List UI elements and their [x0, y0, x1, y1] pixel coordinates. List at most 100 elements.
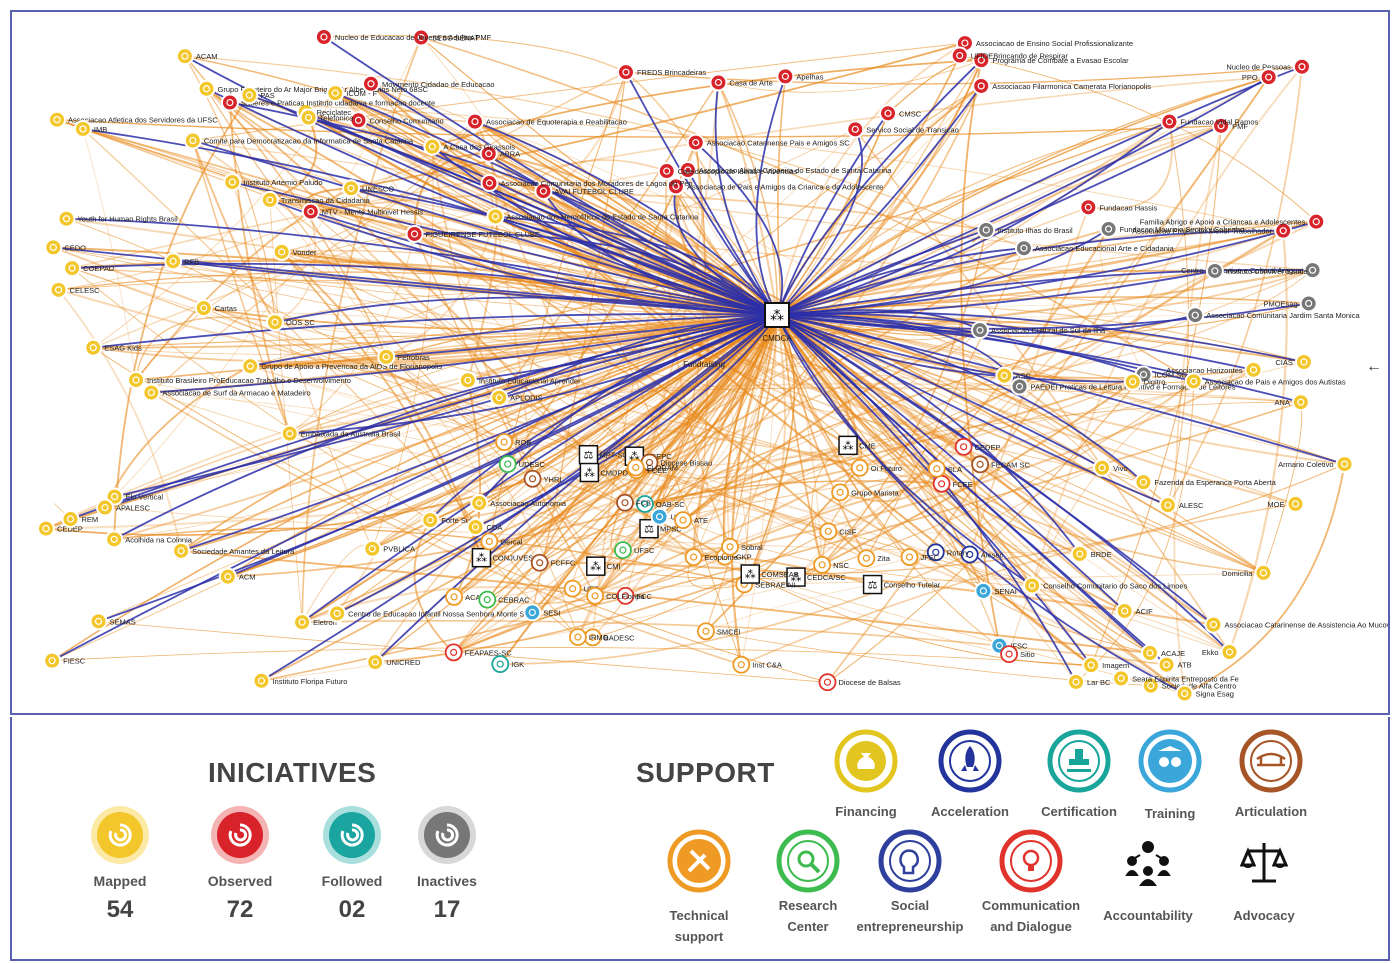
network-node[interactable]: Diocese de Balsas	[818, 673, 901, 692]
network-node[interactable]: Saberes e Praticas Instituto cidadania e…	[220, 93, 435, 112]
network-node[interactable]: Armario Coletivo	[1278, 455, 1354, 474]
network-node[interactable]: Associacao Atletica dos Servidores da UF…	[48, 110, 218, 129]
network-node[interactable]: ACAJE	[1140, 643, 1185, 662]
network-node[interactable]: PAS	[240, 86, 275, 105]
network-node[interactable]: Aiesec	[960, 545, 1004, 564]
network-node[interactable]: Apelhas	[776, 67, 824, 86]
network-node[interactable]: UNESCO	[342, 179, 394, 198]
network-node[interactable]: ⚖Conselho Tutelar	[862, 574, 941, 595]
network-node[interactable]: UFIDEBrincando de Respirar	[950, 46, 1069, 65]
network-node[interactable]: Grupo Marista	[831, 483, 899, 502]
hub-node[interactable]: ⁂CMDCA	[762, 302, 792, 343]
network-node[interactable]: PVBLICA	[363, 539, 415, 558]
network-node[interactable]: Associacao dos Hemofilicos do Estado de …	[486, 207, 699, 226]
network-node[interactable]: SESI	[523, 603, 560, 622]
network-node[interactable]: Fundacao Hassis	[1079, 198, 1158, 217]
network-node[interactable]: ⁂CONJUVESC	[471, 547, 539, 568]
network-node[interactable]: FREDS Brincadeiras	[616, 63, 706, 82]
network-node[interactable]: Gercal	[480, 532, 523, 551]
network-node[interactable]: Sociedade Amantes da Leitura	[172, 541, 295, 560]
network-node[interactable]: COLFloripa	[586, 586, 645, 605]
network-node[interactable]: Movimento Cidadao de Educacao	[361, 74, 495, 93]
network-node[interactable]: SMCEI	[697, 622, 741, 641]
network-node[interactable]: CELESC	[49, 280, 101, 299]
network-node[interactable]: CEBRAC	[478, 590, 530, 609]
network-node[interactable]: ⁂COMSEAB	[740, 564, 799, 584]
network-node[interactable]: Embaixada da Australia Brasil	[280, 424, 401, 443]
network-node[interactable]: Associacao Abada Capoeira do Estado de S…	[678, 160, 892, 179]
network-node[interactable]: FCFFC	[530, 553, 576, 572]
network-node[interactable]: Instituto Conviver Saude	[1205, 261, 1308, 280]
network-node[interactable]: IGK	[491, 655, 524, 673]
network-node[interactable]: ACAM	[175, 47, 218, 66]
network-node[interactable]: Instituto Floripa Futuro	[252, 671, 347, 690]
network-node[interactable]: COEPAD	[63, 259, 115, 278]
network-node[interactable]: Associacao Catarinense Pais e Amigos SC	[686, 133, 851, 152]
network-node[interactable]: Centro de Educacao Infantil Nossa Senhor…	[328, 604, 541, 623]
network-node[interactable]: FLORAM	[626, 458, 678, 477]
network-node[interactable]: MTV - Mente Multinivel Hessis	[301, 202, 424, 221]
network-node[interactable]: ALESC	[1158, 496, 1204, 515]
network-node[interactable]: CMSC	[879, 104, 922, 123]
network-node[interactable]: Associacao Cultural do Sul da Ilha	[970, 321, 1106, 340]
network-node[interactable]: IRMO	[569, 628, 609, 646]
network-node[interactable]: ABRA	[479, 144, 520, 163]
network-node[interactable]: UDESC	[498, 455, 546, 473]
network-node[interactable]: FIGUEIRENSE FUTEBOL CLUBE	[405, 224, 540, 243]
network-node[interactable]: SENAI	[974, 581, 1017, 600]
network-node[interactable]: CEDEP	[36, 519, 83, 538]
network-node[interactable]: Fundacao Mauricio Sirotsky Sobrinho	[1099, 219, 1245, 238]
network-node[interactable]: Casa de Arte	[709, 73, 773, 92]
network-node[interactable]: Sobral	[721, 537, 763, 556]
network-node[interactable]: CEDO	[44, 238, 86, 257]
network-node[interactable]: Instituto Ilhas do Brasil	[977, 220, 1073, 239]
network-node[interactable]: Associacao Projeto do Menor Trabalhador	[1132, 221, 1293, 240]
network-node[interactable]: AVAI FUTEBOL CLUBE	[534, 182, 634, 201]
network-node[interactable]: ⚖MPSC	[639, 518, 682, 539]
network-node[interactable]: ASC	[995, 366, 1031, 385]
network-node[interactable]: Associacao de Pais e Amigos dos Autistas	[1184, 372, 1346, 391]
network-node[interactable]: SEMAS	[89, 612, 136, 631]
network-node[interactable]: FEAPAES-SC	[444, 643, 513, 662]
network-node[interactable]: CDA	[466, 518, 503, 537]
network-node[interactable]: Associacao Comunitaria Jardim Santa Moni…	[1186, 306, 1360, 325]
network-node[interactable]: ACM	[218, 567, 256, 586]
network-node[interactable]: JFSC	[900, 548, 940, 566]
network-node[interactable]: FIESC	[43, 651, 86, 670]
network-node[interactable]: ANA	[1274, 393, 1310, 412]
network-node[interactable]: Telefonica	[299, 108, 355, 127]
network-node[interactable]: Associacao Educacional Arte e Cidadania	[1014, 239, 1175, 258]
network-node[interactable]: Sociedade Alfa Centro	[1141, 676, 1237, 695]
network-node[interactable]: Digitro	[1123, 372, 1166, 391]
network-node[interactable]: Associacao de Pais e Amigos da Crianca e…	[666, 177, 883, 196]
network-node[interactable]: APALESC	[95, 498, 151, 517]
network-node[interactable]: Eletron	[293, 613, 337, 632]
network-node[interactable]: A Casa dos Girassois	[423, 137, 515, 156]
network-node[interactable]: Grupo Escoteiro do Ar Major Brig do Ar A…	[197, 79, 429, 98]
network-node[interactable]: ROB	[495, 433, 531, 451]
network-node[interactable]: Rotary	[926, 543, 969, 562]
network-node[interactable]: SLA	[927, 459, 962, 478]
network-node[interactable]: CEDEP	[954, 437, 1001, 456]
network-node[interactable]: Conselho Comunitario do Saco dos Limoes	[1023, 576, 1188, 595]
network-node[interactable]: ⁂CMI	[586, 556, 621, 576]
network-node[interactable]: FECAM SC	[971, 455, 1030, 474]
network-node[interactable]: Sitio	[1000, 645, 1035, 663]
network-node[interactable]: ESAG Kids	[84, 338, 142, 357]
network-node[interactable]: Cartas	[194, 299, 237, 318]
network-node[interactable]: Associacao Horizontes	[1166, 360, 1263, 379]
network-node[interactable]: UFSC	[614, 541, 655, 560]
network-node[interactable]: OAB-SC	[636, 495, 685, 513]
network-node[interactable]: Caleidoscopio de Ideias e Vivencias	[657, 162, 798, 181]
network-node[interactable]: Domicilia	[1222, 563, 1273, 582]
network-node[interactable]: Zita	[857, 549, 891, 568]
network-node[interactable]: Signa Esag	[1175, 684, 1234, 703]
network-node[interactable]: CISF	[819, 522, 857, 541]
network-node[interactable]: Centro Desportivo e Cultural Aragua	[1181, 261, 1322, 280]
network-node[interactable]: UNICRED	[366, 653, 421, 672]
network-node[interactable]: Associacao de Ensino Social Profissional…	[955, 34, 1133, 53]
network-node[interactable]: ⁂CME	[838, 435, 876, 456]
network-node[interactable]: ATB	[1157, 655, 1192, 674]
network-node[interactable]: Instituto Brasileiro ProEducacao Trabalh…	[127, 371, 351, 390]
network-node[interactable]: Oi Futuro	[850, 458, 902, 477]
